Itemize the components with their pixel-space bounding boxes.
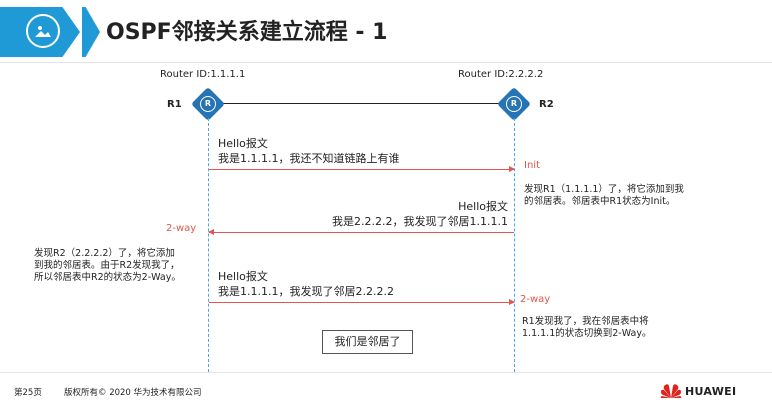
r2-note2-line1: R1发现我了，我在邻居表中将 bbox=[522, 316, 649, 327]
r2-note2-line2: 1.1.1.1的状态切换到2-Way。 bbox=[522, 328, 652, 339]
header-divider bbox=[0, 62, 772, 63]
hello-title-2: Hello报文 bbox=[458, 200, 508, 213]
arrow-r1-to-r2-2 bbox=[209, 299, 515, 305]
page-number: 第25页 bbox=[14, 388, 42, 398]
r1-label: R1 bbox=[167, 99, 182, 110]
r2-label: R2 bbox=[539, 99, 554, 110]
state-2way-r2: 2-way bbox=[520, 294, 551, 305]
r1-router-id: Router ID:1.1.1.1 bbox=[160, 69, 246, 80]
copyright: 版权所有© 2020 华为技术有限公司 bbox=[64, 388, 202, 398]
r2-note-line1: 发现R1（1.1.1.1）了，将它添加到我 bbox=[524, 184, 684, 195]
arrow-r1-to-r2-1 bbox=[209, 166, 515, 172]
state-init: Init bbox=[524, 160, 540, 171]
r2-lifeline bbox=[514, 118, 515, 372]
r2-router-id: Router ID:2.2.2.2 bbox=[458, 69, 544, 80]
footer-divider bbox=[0, 372, 772, 373]
hello-title-3: Hello报文 bbox=[218, 270, 268, 283]
r2-note-line2: 的邻居表。邻居表中R1状态为Init。 bbox=[524, 196, 676, 207]
r1-note-line2: 到我的邻居表。由于R2发现我了， bbox=[34, 260, 180, 271]
r1-lifeline bbox=[208, 118, 209, 372]
page-title: OSPF邻接关系建立流程 - 1 bbox=[106, 20, 388, 45]
hello-body-1: 我是1.1.1.1，我还不知道链路上有谁 bbox=[218, 152, 400, 165]
title-chevron bbox=[82, 7, 100, 57]
r1-note-line3: 所以邻居表中R2的状态为2-Way。 bbox=[34, 272, 181, 283]
photo-icon bbox=[26, 14, 60, 48]
r1-router-icon: R bbox=[191, 87, 225, 121]
neighbor-result-box: 我们是邻居了 bbox=[322, 330, 413, 354]
hello-body-2: 我是2.2.2.2，我发现了邻居1.1.1.1 bbox=[332, 215, 508, 228]
r2-router-icon: R bbox=[497, 87, 531, 121]
hello-body-3: 我是1.1.1.1，我发现了邻居2.2.2.2 bbox=[218, 285, 394, 298]
hello-title-1: Hello报文 bbox=[218, 137, 268, 150]
r1-note-line1: 发现R2（2.2.2.2）了，将它添加 bbox=[34, 248, 175, 259]
state-2way-r1: 2-way bbox=[166, 223, 197, 234]
arrow-r2-to-r1 bbox=[208, 229, 514, 235]
huawei-wordmark: HUAWEI bbox=[685, 385, 737, 398]
header: OSPF邻接关系建立流程 - 1 bbox=[0, 0, 772, 57]
huawei-logo-icon bbox=[660, 383, 682, 399]
link-line bbox=[220, 103, 503, 104]
